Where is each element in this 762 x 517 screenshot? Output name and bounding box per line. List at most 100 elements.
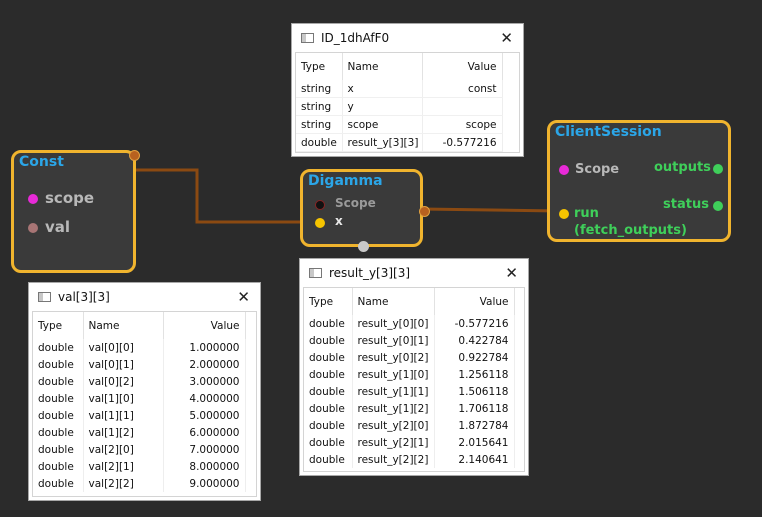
clientsession-scope-port-dot[interactable] (559, 165, 569, 175)
digamma-bottom-port[interactable] (358, 241, 369, 252)
result-window-title: result_y[3][3] (329, 266, 411, 280)
cell-type: double (33, 356, 84, 373)
close-icon[interactable]: ✕ (505, 264, 518, 282)
cell-type: double (304, 451, 353, 468)
cell-type: string (296, 80, 343, 98)
cell-type: double (304, 400, 353, 417)
cell-type: double (33, 339, 84, 356)
cell-value: 1.506118 (434, 383, 515, 400)
cell-type: double (33, 458, 84, 475)
table-row[interactable]: string y (296, 97, 503, 116)
clientsession-node[interactable]: ClientSession Scope run (fetch_outputs) … (547, 120, 731, 242)
column-header-type[interactable]: Type (304, 288, 353, 315)
close-icon[interactable]: ✕ (237, 288, 250, 306)
const-node[interactable]: Const scope val (11, 150, 140, 273)
column-header-name[interactable]: Name (342, 53, 423, 80)
id-window-table-area: Type Name Value string x const string y … (295, 52, 520, 153)
const-val-port-label: val (45, 218, 71, 236)
result-window-titlebar[interactable]: result_y[3][3] (300, 259, 528, 287)
digamma-node[interactable]: Digamma Scope x (300, 169, 430, 252)
cell-value: 2.000000 (163, 356, 246, 373)
cell-value: 1.256118 (434, 366, 515, 383)
digamma-output-port[interactable] (419, 206, 430, 217)
id-window-table: Type Name Value string x const string y … (296, 53, 503, 152)
clientsession-outputs-port-label: outputs (654, 160, 711, 175)
cell-type: double (296, 133, 343, 152)
clientsession-scope-port-label: Scope (575, 162, 620, 177)
cell-name: result_y[2][1] (352, 434, 435, 451)
id-inspector-window[interactable]: ID_1dhAfF0 ✕ Type Name Value string x co… (291, 23, 524, 157)
clientsession-status-port-dot[interactable] (713, 201, 723, 211)
cell-name: result_y[1][2] (352, 400, 435, 417)
digamma-scope-port-dot[interactable] (315, 200, 325, 210)
cell-type: double (33, 390, 84, 407)
cell-type: string (296, 97, 343, 116)
cell-value: 2.140641 (434, 451, 515, 468)
val-window-titlebar[interactable]: val[3][3] (29, 283, 260, 311)
column-header-type[interactable]: Type (296, 53, 343, 80)
cell-value (422, 97, 503, 116)
table-row[interactable]: double result_y[3][3] -0.577216 (296, 133, 503, 152)
window-icon (309, 268, 322, 278)
column-header-value[interactable]: Value (163, 312, 246, 339)
column-header-value[interactable]: Value (434, 288, 515, 315)
cell-value: 8.000000 (163, 458, 246, 475)
column-header-name[interactable]: Name (352, 288, 435, 315)
wire-const-to-digamma (129, 155, 318, 224)
cell-name: x (342, 80, 423, 98)
cell-name: val[0][0] (83, 339, 164, 356)
column-header-name[interactable]: Name (83, 312, 164, 339)
table-row[interactable]: string x const (296, 80, 503, 98)
cell-name: result_y[2][0] (352, 417, 435, 434)
cell-value: 4.000000 (163, 390, 246, 407)
cell-value: 6.000000 (163, 424, 246, 441)
const-output-port[interactable] (129, 150, 140, 161)
cell-type: double (33, 407, 84, 424)
cell-value: const (422, 80, 503, 98)
cell-type: double (304, 315, 353, 332)
val-port-dot[interactable] (28, 223, 38, 233)
scope-port-dot[interactable] (28, 194, 38, 204)
clientsession-status-port-label: status (663, 197, 709, 212)
digamma-node-title: Digamma (308, 173, 383, 189)
cell-name: result_y[1][0] (352, 366, 435, 383)
cell-name: result_y[1][1] (352, 383, 435, 400)
column-header-type[interactable]: Type (33, 312, 84, 339)
cell-type: double (33, 441, 84, 458)
cell-name: y (342, 97, 423, 116)
id-window-titlebar[interactable]: ID_1dhAfF0 (292, 24, 523, 52)
clientsession-run-port-dot[interactable] (559, 209, 569, 219)
id-window-title: ID_1dhAfF0 (321, 31, 390, 45)
clientsession-outputs-port-dot[interactable] (713, 164, 723, 174)
cell-value: -0.577216 (422, 133, 503, 152)
table-row[interactable]: string scope scope (296, 115, 503, 134)
cell-value: 5.000000 (163, 407, 246, 424)
cell-type: double (304, 417, 353, 434)
column-header-value[interactable]: Value (422, 53, 503, 80)
digamma-x-port-dot[interactable] (315, 218, 325, 228)
close-icon[interactable]: ✕ (500, 29, 513, 47)
const-scope-port-label: scope (45, 189, 95, 207)
